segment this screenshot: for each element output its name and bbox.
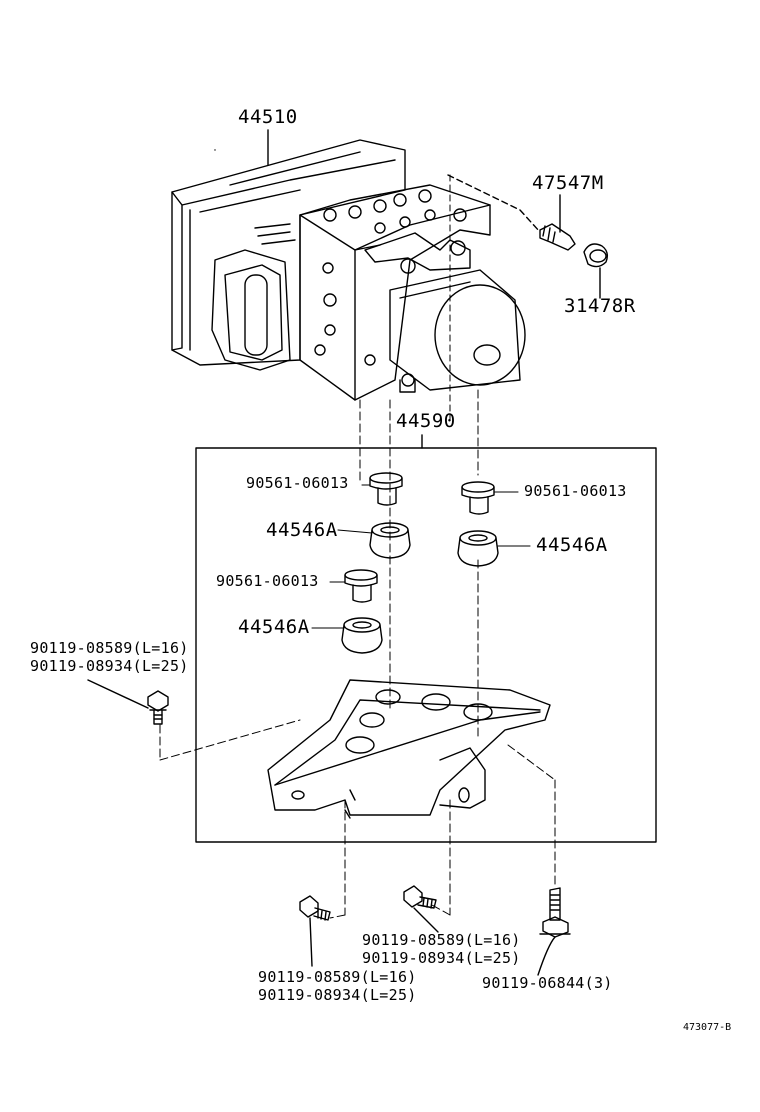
label-collar-lower-left: 90561-06013 [216, 572, 319, 590]
label-bracket-assy: 44590 [396, 410, 456, 432]
cushion-right [457, 530, 499, 567]
cushion-lower-left [341, 617, 383, 654]
label-bolt-left-2: 90119-08934(L=25) [30, 657, 189, 675]
label-actuator-assy: 44510 [238, 106, 298, 128]
label-bolt-right: 90119-06844(3) [482, 974, 613, 992]
label-cushion-upper-left: 44546A [266, 519, 338, 541]
collar-top-left [369, 472, 403, 506]
collar-lower-left [344, 569, 378, 603]
cushion-upper-left [369, 522, 411, 559]
label-bolt-bottom-left-2: 90119-08934(L=25) [258, 986, 417, 1004]
bleeder-plug [539, 194, 576, 251]
label-bolt-bottom-center-2: 90119-08934(L=25) [362, 949, 521, 967]
bolt-bottom-left [299, 895, 331, 967]
bleeder-cap [583, 243, 609, 299]
bolt-bottom-center [403, 885, 439, 933]
collar-top-right [461, 481, 495, 515]
label-collar-top-left: 90561-06013 [246, 474, 349, 492]
label-cushion-lower-left: 44546A [238, 616, 310, 638]
mounting-bracket [267, 679, 551, 819]
bolt-left [87, 679, 169, 725]
label-bolt-left-1: 90119-08589(L=16) [30, 639, 189, 657]
label-collar-top-right: 90561-06013 [524, 482, 627, 500]
label-bolt-bottom-center-1: 90119-08589(L=16) [362, 931, 521, 949]
figure-reference: 473077-B [683, 1022, 732, 1033]
bolt-right [537, 887, 571, 976]
bracket-assembly-box [195, 447, 657, 843]
abs-actuator-assembly [171, 139, 526, 401]
label-bolt-bottom-left-1: 90119-08589(L=16) [258, 968, 417, 986]
label-cushion-right: 44546A [536, 534, 608, 556]
label-bleeder-plug: 47547M [532, 172, 604, 194]
label-bleeder-cap: 31478R [564, 295, 636, 317]
